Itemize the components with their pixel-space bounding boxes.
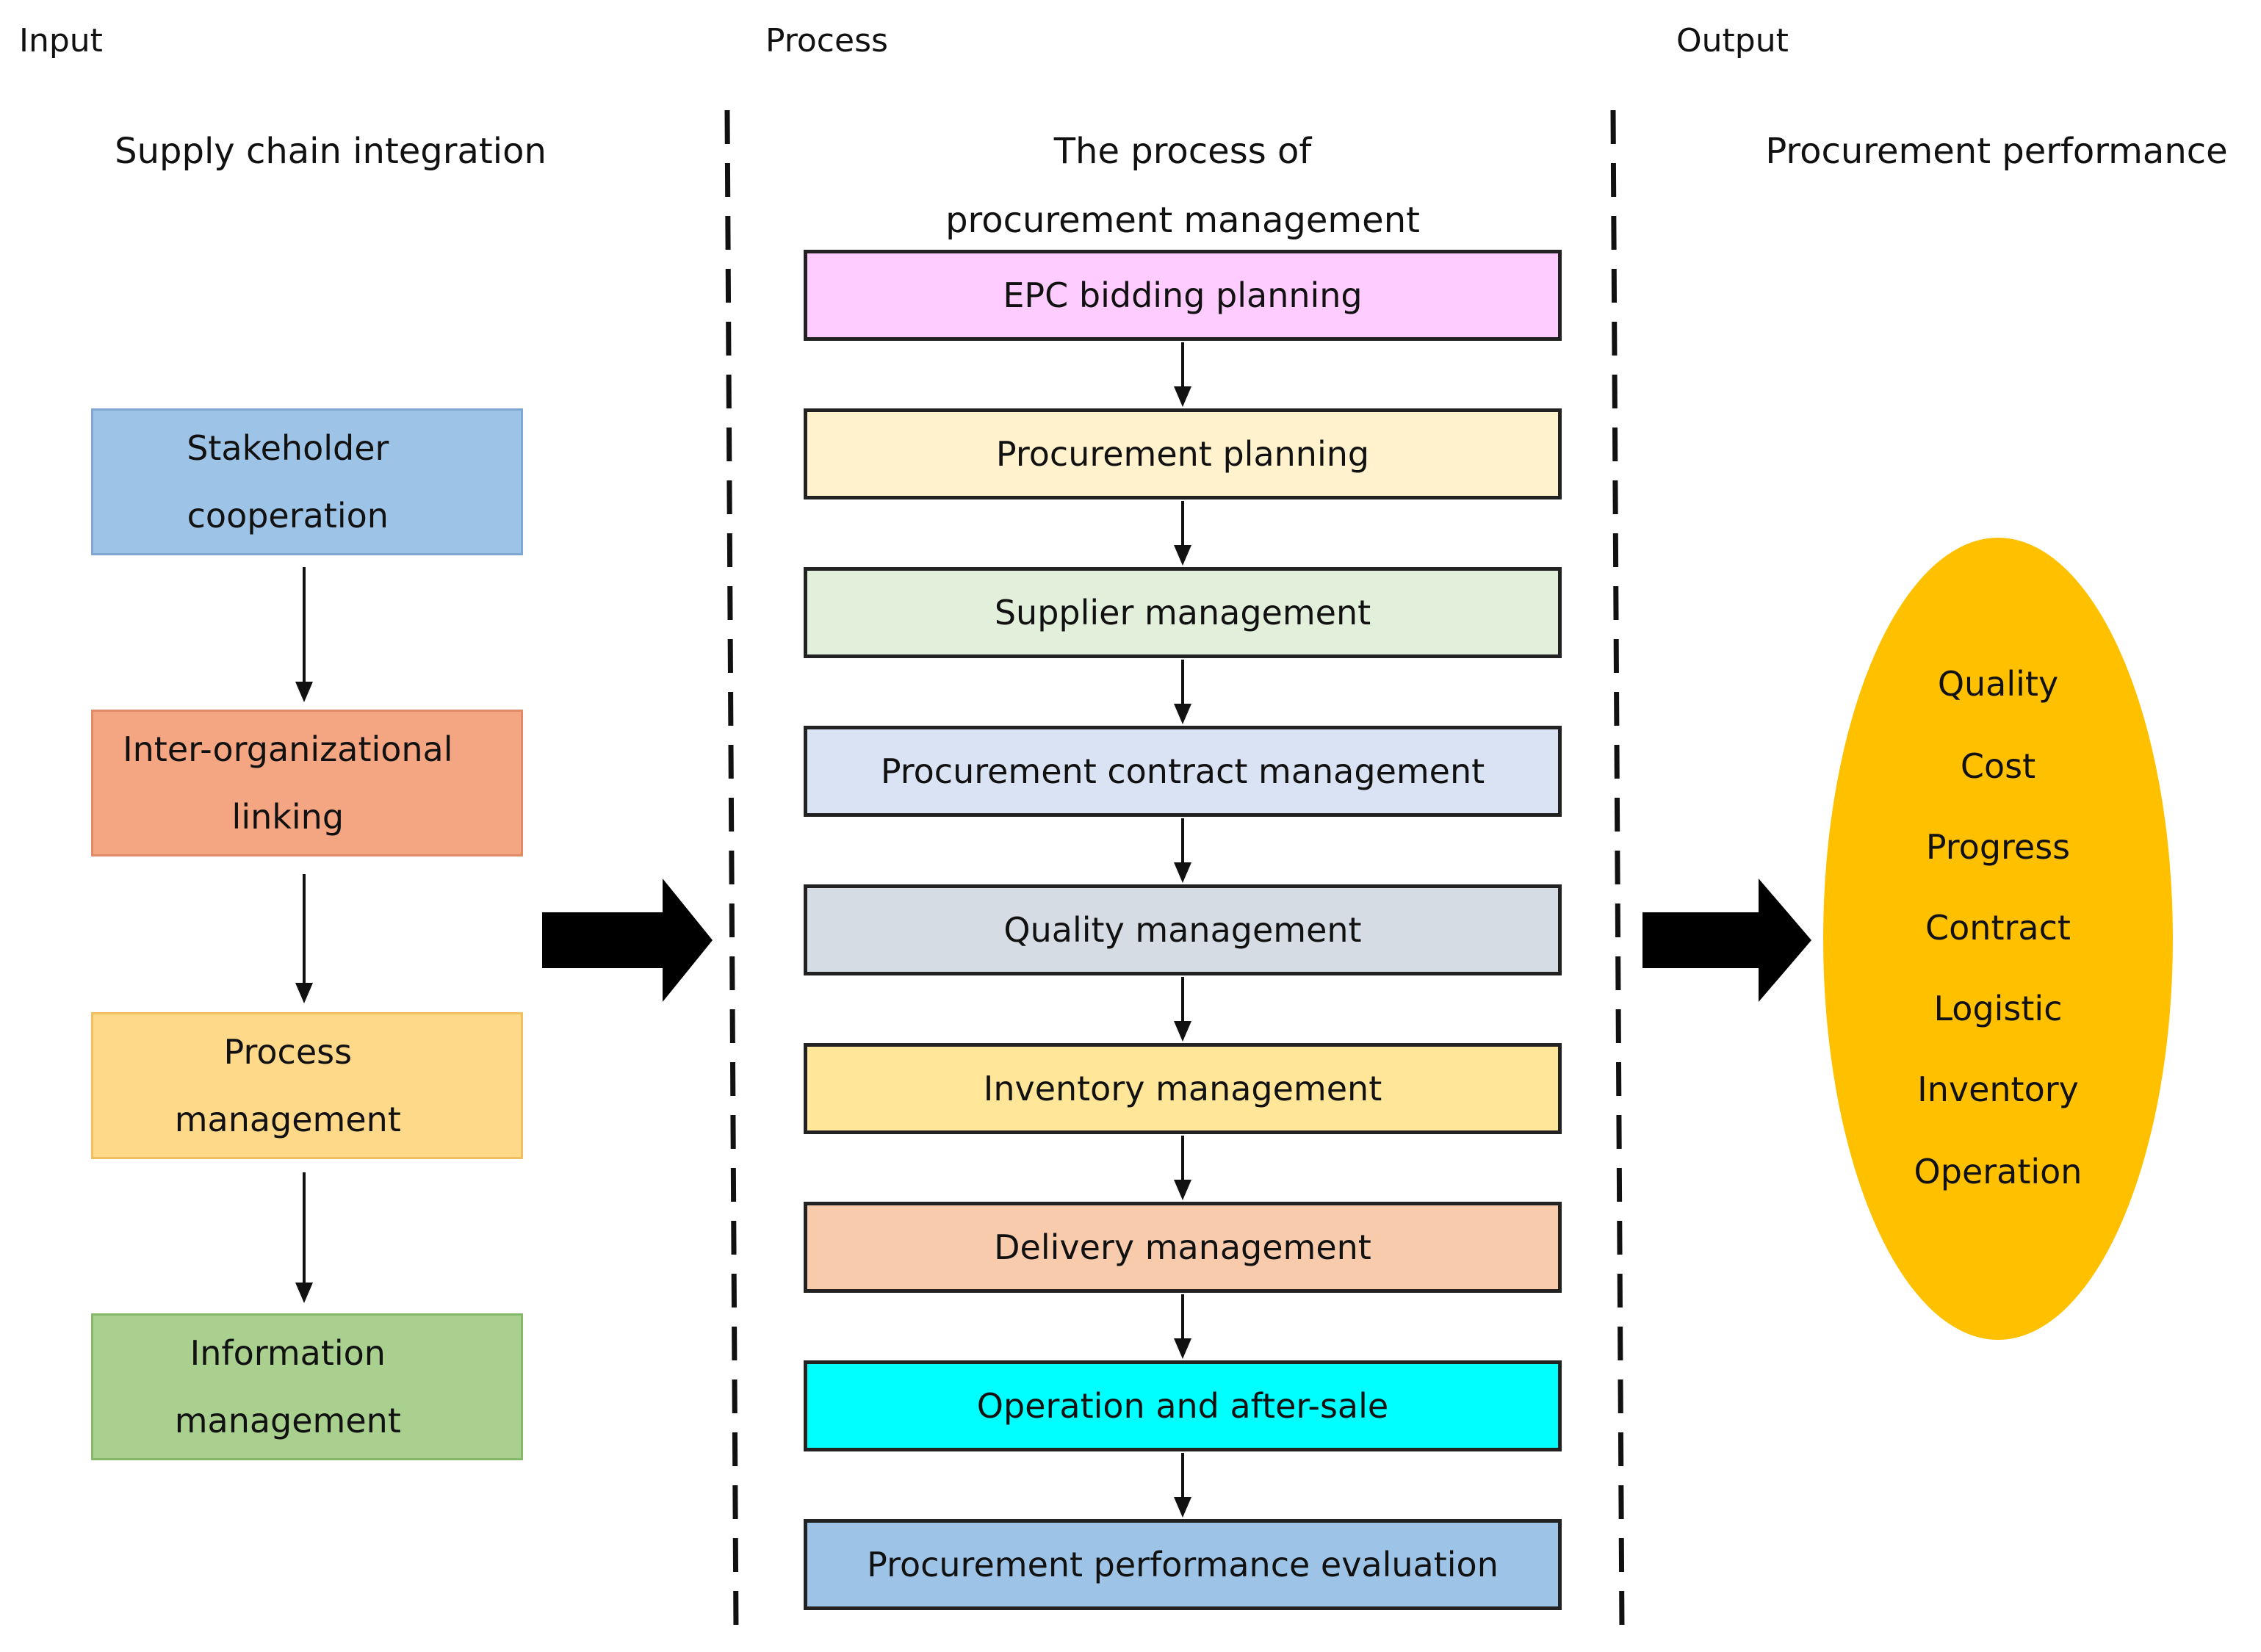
input-box-line1: Information [190,1333,386,1373]
process-step-delivery-management: Delivery management [804,1202,1562,1293]
input-box-line1: Process [223,1032,353,1072]
input-box-information-management: Information management [91,1313,523,1460]
process-step-label: Procurement planning [995,434,1370,474]
process-step-procurement-planning: Procurement planning [804,408,1562,499]
input-box-line1: Stakeholder [187,428,389,468]
process-step-supplier-management: Supplier management [804,567,1562,658]
process-step-operation-and-after-sale: Operation and after-sale [804,1360,1562,1451]
input-title: Supply chain integration [115,131,547,172]
process-step-label: Operation and after-sale [976,1386,1389,1426]
output-item-inventory: Inventory [1917,1070,2079,1109]
process-step-label: Inventory management [983,1069,1382,1108]
process-step-label: EPC bidding planning [1003,275,1363,315]
output-item-quality: Quality [1937,664,2059,704]
header-output: Output [1676,22,1789,59]
process-step-inventory-management: Inventory management [804,1043,1562,1134]
input-box-line2: cooperation [187,496,389,535]
input-box-line2: management [174,1401,401,1440]
header-process: Process [765,22,888,59]
process-step-epc-bidding-planning: EPC bidding planning [804,250,1562,341]
process-title-line2: procurement management [945,200,1420,241]
output-title: Procurement performance [1765,131,2228,172]
process-title-line1: The process of [1053,131,1312,172]
input-box-line2: management [174,1100,401,1139]
process-step-label: Procurement performance evaluation [867,1545,1499,1584]
process-step-label: Delivery management [994,1227,1371,1267]
input-arrowhead-2 [295,983,313,1003]
separator-right [1610,109,1625,1631]
input-box-stakeholder-cooperation: Stakeholder cooperation [91,408,523,555]
process-step-label: Supplier management [994,593,1371,632]
process-step-quality-management: Quality management [804,884,1562,975]
output-item-logistic: Logistic [1933,989,2063,1028]
separator-left [724,109,739,1631]
process-arrows [1174,342,1191,1518]
input-box-line1: Inter-organizational [123,729,453,769]
output-ellipse [1823,538,2173,1340]
input-box-inter-organizational-linking: Inter-organizational linking [91,710,523,856]
process-step-procurement-performance-evaluation: Procurement performance evaluation [804,1519,1562,1610]
input-arrowhead-1 [295,682,313,702]
process-step-label: Quality management [1003,910,1362,950]
process-step-label: Procurement contract management [880,751,1485,791]
output-item-progress: Progress [1925,827,2071,867]
input-arrows [295,567,313,1303]
process-step-procurement-contract-management: Procurement contract management [804,726,1562,817]
header-input: Input [19,22,103,59]
output-item-operation: Operation [1914,1152,2082,1191]
output-item-cost: Cost [1960,746,2036,786]
input-to-process-arrow [542,879,713,1002]
input-arrowhead-3 [295,1283,313,1303]
input-box-line2: linking [231,797,345,837]
process-to-output-arrow [1642,879,1811,1002]
input-box-process-management: Process management [91,1012,523,1159]
output-item-contract: Contract [1925,908,2071,948]
